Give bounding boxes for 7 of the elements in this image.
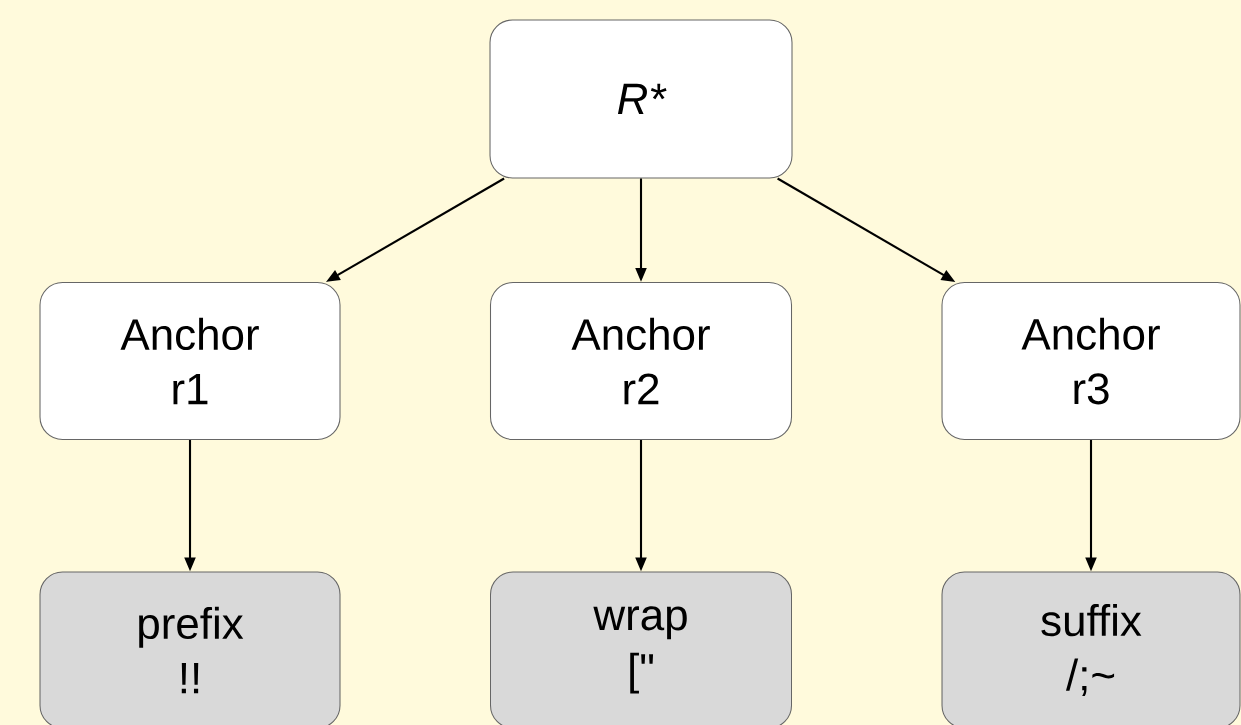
value-box: suffix /;~ [941,571,1241,725]
value-box: wrap [" [490,571,793,725]
anchor-box: Anchor r2 [490,281,793,440]
root-box: R* [489,19,793,179]
anchor-box: Anchor r1 [39,281,341,440]
anchor-box: Anchor r3 [941,281,1241,440]
value-box: prefix !! [39,571,341,725]
